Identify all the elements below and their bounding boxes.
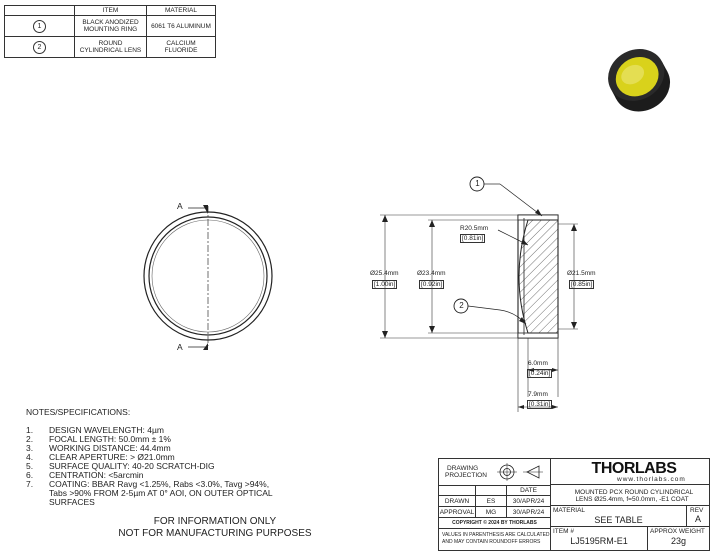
balloon-2-label: 2 [459,301,464,310]
date-column-header: DATE [520,487,537,494]
side-section-view [380,176,578,412]
front-view [143,205,273,350]
bom-row-1-material: 6061 T6 ALUMINUM [151,22,211,30]
drawn-date: 30/APR/24 [512,497,545,505]
section-label-bottom: A [177,342,183,352]
drawn-label: DRAWN [444,497,470,505]
balloon-1-label: 1 [475,179,480,188]
radius-mm-label: R20.5mm [460,225,489,232]
dia-outer-mm-label: Ø25.4mm [370,270,399,277]
bom-header-material: MATERIAL [164,7,198,14]
lens-section [518,219,559,334]
note-item: 2.FOCAL LENGTH: 50.0mm ± 1% [26,434,171,444]
thick-lens-mm-label: 6.0mm [528,360,548,367]
thorlabs-logo: THORLABS [591,460,677,477]
section-label-top: A [177,201,183,211]
material-label: MATERIAL [553,507,586,514]
projection-label-1: DRAWING [447,465,479,472]
description-line-1: MOUNTED PCX ROUND CYLINDRICAL [574,489,694,496]
bom-row-2-material: CALCIUM FLUORIDE [164,40,198,54]
notes-title: NOTES/SPECIFICATIONS: [26,407,131,417]
third-angle-projection-icon [497,463,543,481]
thick-lens-in-label: [0.24in] [527,369,553,378]
copyright-text: COPYRIGHT © 2024 BY THORLABS [452,520,537,526]
note-item: SURFACES [49,497,95,507]
title-block: DRAWING PROJECTION DATE DRAWN ES 30/APR/… [438,458,710,551]
description-line-2: LENS Ø25.4mm, f=50.0mm, -E1 COAT [575,496,689,503]
item-number-label: ITEM # [553,528,574,535]
drawn-by: ES [486,497,496,505]
note-item: 5.SURFACE QUALITY: 40-20 SCRATCH-DIG [26,461,215,471]
thick-total-mm-label: 7.9mm [528,391,548,398]
dia-mid-mm-label: Ø23.4mm [417,270,446,277]
dia-outer-in-label: [1.00in] [372,280,398,289]
note-item: 1.DESIGN WAVELENGTH: 4µm [26,425,164,435]
bom-row-2-balloon: 2 [5,37,74,57]
bom-row-1-item: BLACK ANODIZED MOUNTING RING [82,19,139,33]
disclaimer-line-2: NOT FOR MANUFACTURING PURPOSES [118,528,312,539]
item-number-value: LJ5195RM-E1 [570,536,628,546]
approval-label: APPROVAL [439,508,475,516]
disclaimer-line-1: FOR INFORMATION ONLY [153,516,277,527]
approved-by: MG [485,508,497,516]
approval-date: 30/APR/24 [512,508,545,516]
bom-header-item: ITEM [102,7,119,14]
weight-label: APPROX WEIGHT [650,528,705,535]
dia-inner-mm-label: Ø21.5mm [567,270,596,277]
radius-in-label: [0.81in] [460,234,486,243]
note-item: 4.CLEAR APERTURE: > Ø21.0mm [26,452,175,462]
dia-inner-in-label: [0.85in] [569,280,595,289]
note-item: 6.CENTRATION: <5arcmin [26,470,144,480]
thick-total-in-label: [0.31in] [527,400,553,409]
bom-row-1-balloon: 1 [5,16,74,36]
rounding-note-1: VALUES IN PARENTHESIS ARE CALCULATED [442,532,550,538]
note-item: 7.COATING: BBAR Ravg <1.25%, Rabs <3.0%,… [26,479,270,489]
note-item: Tabs >90% FROM 2-5µm AT 0° AOI, ON OUTER… [49,488,273,498]
rev-label: REV [690,507,704,514]
weight-value: 23g [670,536,687,546]
projection-label-2: PROJECTION [445,472,487,479]
note-item: 3.WORKING DISTANCE: 44.4mm [26,443,171,453]
notes-list: 1.DESIGN WAVELENGTH: 4µm 2.FOCAL LENGTH:… [26,426,326,507]
product-render-image [608,49,671,112]
bom-row-1-number: 1 [33,19,46,33]
bom-row-2-number: 2 [33,40,46,54]
bom-row-2-item: ROUND CYLINDRICAL LENS [79,40,142,54]
rounding-note-2: AND MAY CONTAIN ROUNDOFF ERRORS [442,539,541,545]
thorlabs-website: www.thorlabs.com [617,476,686,483]
dia-mid-in-label: [0.92in] [419,280,445,289]
rev-value: A [694,514,701,524]
bom-table: ITEM MATERIAL 1 BLACK ANODIZED MOUNTING … [4,5,216,58]
material-value: SEE TABLE [594,515,643,525]
